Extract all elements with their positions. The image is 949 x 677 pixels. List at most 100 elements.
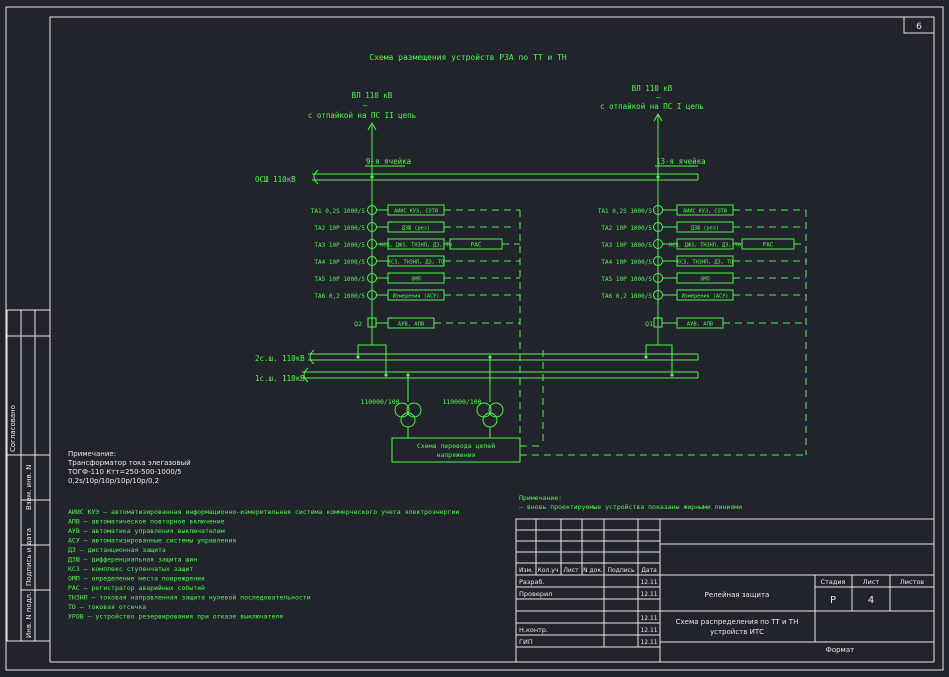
abbr-line: ТО – токовая отсечка <box>68 603 146 611</box>
right-line-dest: с отпайкой на ПС I цепь <box>600 102 704 111</box>
left-line-dash: – <box>363 101 368 110</box>
left-breaker-label: Q2 <box>354 320 362 328</box>
left-ct-row: ТА1 0,2S 1000/5 АИИС КУЭ, СОТИ <box>311 204 520 216</box>
left-ct-box: КСЗ, ДФЗ, ТНЗНП, ДЗ, ТО <box>380 243 452 249</box>
right-ct-row: ТА1 0,2S 1000/5 АИИС КУЭ, СОТИ <box>598 204 806 216</box>
left-ct-label: ТА2 10Р 1000/5 <box>314 225 365 232</box>
left-cell-label: 9-я ячейка <box>366 157 411 166</box>
tb-sheet-value: 4 <box>868 595 874 606</box>
tb-role: Н.контр. <box>519 626 548 634</box>
sheet-number-box <box>903 16 935 34</box>
abbr-line: АИИС КУЭ – автоматизированная информацио… <box>68 508 459 516</box>
right-ct-row: ТА6 0,2 1000/5 Измерения (АСУ) <box>601 289 806 301</box>
right-ct-label: ТА2 10Р 1000/5 <box>601 225 652 232</box>
abbr-line: ТНЗНП – токовая направленная защита нуле… <box>68 594 311 602</box>
right-line-dash: – <box>656 93 661 102</box>
tb-role: ГИП <box>519 638 533 646</box>
ct-notes: Примечание: Трансформатор тока элегазовы… <box>67 450 191 485</box>
right-breaker-label: Q1 <box>645 320 653 328</box>
left-breaker: Q2 АУВ, АПВ <box>354 317 520 329</box>
osh-bus-label: ОСШ 110кВ <box>255 175 296 184</box>
format-label: Формат <box>826 646 854 654</box>
tb-header: Изм. <box>519 567 533 574</box>
tb-header: Дата <box>641 567 657 574</box>
tb-date: 12.11 <box>640 579 657 586</box>
tb-sheets-header: Листов <box>900 578 924 586</box>
left-ct-label: ТА6 0,2 1000/5 <box>314 293 365 300</box>
right-line-label: ВЛ 110 кВ <box>632 84 673 93</box>
notes-title: Примечание: <box>68 450 116 458</box>
abbr-line: АПВ – автоматическое повторное включение <box>68 518 225 526</box>
stamp-inv: Инв. N подл. <box>25 592 33 638</box>
left-ct-row: ТА5 10Р 1000/5 ОМП <box>314 272 520 284</box>
tb-header: N док. <box>583 567 603 574</box>
notes-line: 0,2s/10р/10р/10р/10р/0,2 <box>68 477 159 485</box>
right-ct-row: ТА3 10Р 1000/5 КСЗ, ДФЗ, ТНЗНП, ДЗ, ТО Р… <box>601 238 806 250</box>
left-vt: 110000/100 <box>360 375 422 438</box>
bus1-label: 1с.ш. 110кВ <box>255 374 305 383</box>
right-cell-label: 13-я ячейка <box>656 157 706 166</box>
abbr-line: АСУ – автоматизированные системы управле… <box>68 537 236 545</box>
left-ct-box: Измерения (АСУ) <box>393 294 440 300</box>
left-line-label: ВЛ 110 кВ <box>352 91 393 100</box>
tb-date: 12.11 <box>640 591 657 598</box>
section-buses <box>302 344 699 383</box>
tb-work-name: Релейная защита <box>705 591 770 599</box>
right-vt: 110000/100 <box>442 357 504 438</box>
tb-role: Проверил <box>519 590 552 598</box>
left-ct-label: ТА1 0,2S 1000/5 <box>311 208 366 215</box>
stamp-replace: Взам. инв. N <box>25 465 33 510</box>
tb-sheet-title: Схема распределения по ТТ и ТН <box>676 618 799 626</box>
abbr-line: РАС – регистратор аварийных событий <box>68 584 205 592</box>
right-ct-box: КСЗ, ДФЗ, ТНЗНП, ДЗ, ТО <box>669 243 741 249</box>
right-ct-row: ТА4 10Р 1000/5 КСЗ, ТНЗНП, ДЗ, ТО <box>601 255 806 267</box>
right-line-arrow <box>653 112 663 122</box>
note2-title: Примечание: <box>519 494 562 502</box>
left-ct-box: ДЗШ (рез) <box>402 226 430 232</box>
left-ct-extra: РАС <box>471 242 482 249</box>
right-vt-ratio: 110000/100 <box>442 398 481 406</box>
tb-header: Кол.уч <box>538 567 559 574</box>
stamp-agreed: Согласовано <box>9 405 17 452</box>
right-ct-box: ДЗШ (рез) <box>691 226 719 232</box>
switch-box-line1: Схема перевода цепей <box>417 442 495 450</box>
switch-box-line2: напряжения <box>436 451 475 459</box>
stamp-signature: Подпись и дата <box>25 528 33 586</box>
left-vt-ratio: 110000/100 <box>360 398 399 406</box>
abbr-line: УРОВ – устройство резервирования при отк… <box>68 613 283 621</box>
tb-sheet-title: устройств ИТС <box>710 628 764 636</box>
title-block: Изм. Кол.уч Лист N док. Подпись Дата Раз… <box>515 518 935 663</box>
tb-sheet-header: Лист <box>863 578 880 586</box>
left-line-arrow <box>367 121 377 131</box>
left-ct-row: ТА2 10Р 1000/5 ДЗШ (рез) <box>314 221 513 233</box>
tb-date: 12.11 <box>640 639 657 646</box>
left-line-dest: с отпайкой на ПС II цепь <box>308 111 416 120</box>
tb-stage-header: Стадия <box>821 578 846 586</box>
voltage-switch-box: Схема перевода цепей напряжения <box>391 437 521 463</box>
abbr-line: КСЗ – комплекс ступенчатых защит <box>68 565 193 573</box>
abbreviations: АИИС КУЭ – автоматизированная информацио… <box>68 508 459 621</box>
abbr-line: АУВ – автоматика управления выключателем <box>68 527 225 535</box>
abbr-line: ДЗ – дистанционная защита <box>68 546 166 554</box>
outer-frame <box>5 6 944 671</box>
right-ct-box: Измерения (АСУ) <box>682 294 729 300</box>
left-ct-box: ОМП <box>411 277 420 283</box>
tb-header: Лист <box>563 567 579 574</box>
left-ct-row: ТА3 10Р 1000/5 КСЗ, ДФЗ, ТНЗНП, ДЗ, ТО Р… <box>314 238 520 250</box>
diagram-title: Схема размещения устройств РЗА по ТТ и Т… <box>369 53 567 62</box>
right-ct-box: КСЗ, ТНЗНП, ДЗ, ТО <box>677 260 733 266</box>
left-breaker-box: АУВ, АПВ <box>398 322 425 328</box>
note2: Примечание: – вновь проектируемые устрой… <box>519 494 742 511</box>
right-ct-row: ТА2 10Р 1000/5 ДЗШ (рез) <box>601 221 800 233</box>
tb-header: Подпись <box>608 567 635 574</box>
right-breaker: Q1 АУВ, АПВ <box>645 317 806 329</box>
right-ct-label: ТА6 0,2 1000/5 <box>601 293 652 300</box>
left-ct-box: АИИС КУЭ, СОТИ <box>394 209 438 215</box>
right-ct-extra: РАС <box>763 242 774 249</box>
sheet-number: 6 <box>916 22 922 32</box>
right-ct-label: ТА5 10Р 1000/5 <box>601 276 652 283</box>
left-ct-row: ТА4 10Р 1000/5 КСЗ, ТНЗНП, ДЗ, ТО <box>314 255 520 267</box>
left-ct-label: ТА5 10Р 1000/5 <box>314 276 365 283</box>
notes-line: Трансформатор тока элегазовый <box>67 459 191 467</box>
